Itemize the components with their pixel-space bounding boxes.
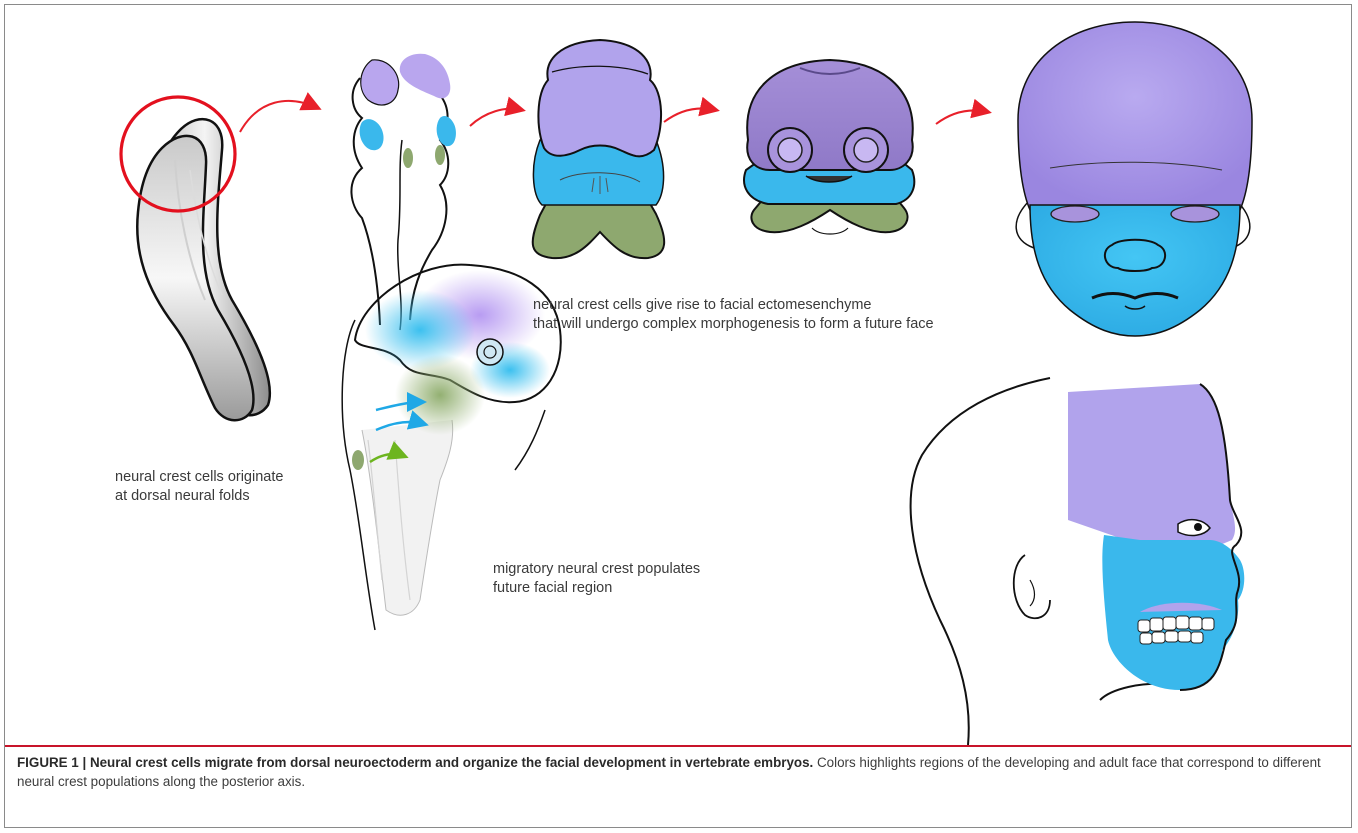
figure-caption: FIGURE 1 | Neural crest cells migrate fr… bbox=[17, 753, 1347, 791]
adult-profile-panel bbox=[911, 378, 1245, 745]
facial-ectomesenchyme-label: neural crest cells give rise to facial e… bbox=[533, 296, 934, 334]
later-face-panel bbox=[744, 60, 914, 234]
stage-arrow-1 bbox=[240, 101, 318, 132]
caption-title: FIGURE 1 | Neural crest cells migrate fr… bbox=[17, 755, 813, 770]
caption-divider bbox=[5, 745, 1351, 747]
neural-tube-panel bbox=[121, 97, 270, 420]
stage-arrow-4 bbox=[936, 111, 988, 125]
stage-arrow-2 bbox=[470, 109, 522, 126]
migratory-label: migratory neural crest populates future … bbox=[493, 560, 700, 598]
figure-artwork bbox=[0, 0, 1358, 745]
early-face-panel bbox=[533, 40, 664, 258]
origin-label: neural crest cells originate at dorsal n… bbox=[115, 468, 283, 506]
stage-arrow-3 bbox=[664, 109, 716, 123]
infant-face-panel bbox=[1016, 22, 1252, 336]
